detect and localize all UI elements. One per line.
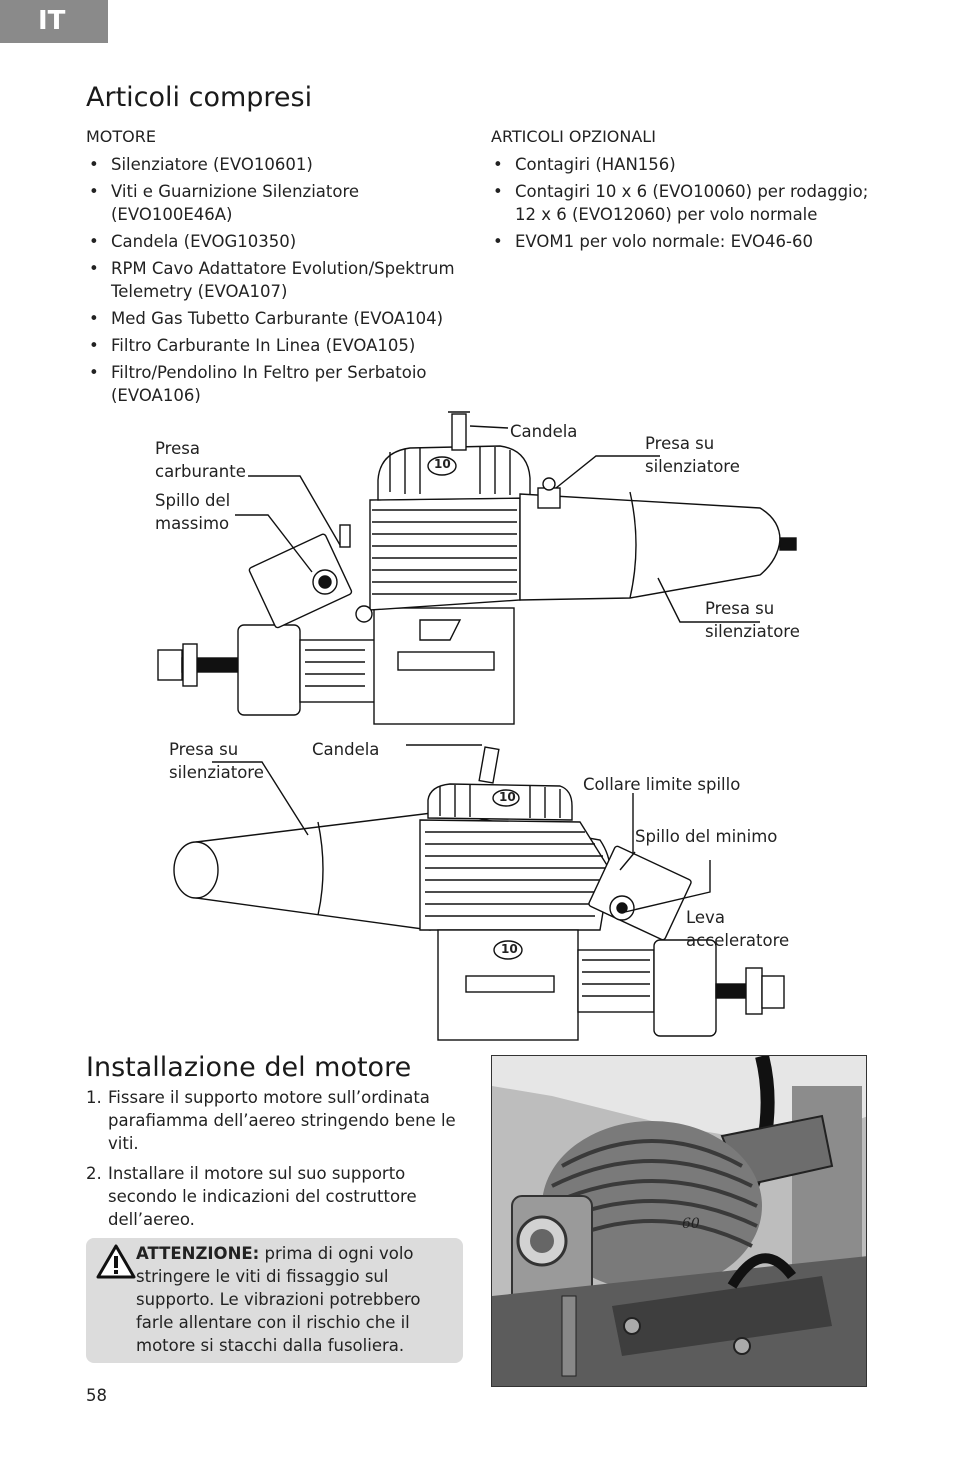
optional-items-list: Contagiri (HAN156) Contagiri 10 x 6 (EVO1… [491,153,871,257]
step-number: 1. [86,1088,102,1107]
label-candela-top: Candela [510,422,578,441]
list-item: RPM Cavo Adattatore Evolution/Spektrum T… [87,257,477,303]
step-number: 2. [86,1164,102,1183]
list-item: EVOM1 per volo normale: EVO46-60 [491,230,871,253]
engine-photo-drawing: 60 [492,1056,866,1386]
engine-marking: 60 [682,1216,700,1232]
list-item: Filtro/Pendolino In Feltro per Serbatoio… [87,361,477,407]
list-item: Candela (EVOG10350) [87,230,477,253]
right-column-heading: ARTICOLI OPZIONALI [491,127,656,146]
included-items-list: Silenziatore (EVO10601) Viti e Guarnizion… [87,153,477,411]
language-tab: IT [0,0,108,43]
engine-diagram-bottom [173,744,785,1041]
head-number-top: 10 [434,457,451,471]
list-item: Contagiri 10 x 6 (EVO10060) per rodaggio… [491,180,871,226]
engine-mounting-photo: 60 [491,1055,867,1387]
list-item: Silenziatore (EVO10601) [87,153,477,176]
left-column-heading: MOTORE [86,127,156,146]
section-title-installazione: Installazione del motore [86,1052,412,1083]
warning-text: ATTENZIONE: prima di ogni volo stringere… [136,1244,421,1355]
step-text: Installare il motore sul suo supporto se… [108,1164,417,1229]
list-item: Contagiri (HAN156) [491,153,871,176]
warning-label: ATTENZIONE: [136,1244,260,1263]
warning-box: ATTENZIONE: prima di ogni volo stringere… [86,1238,463,1363]
case-number-bottom: 10 [501,942,518,956]
list-item: Med Gas Tubetto Carburante (EVOA104) [87,307,477,330]
warning-triangle-icon [96,1244,136,1279]
page-number: 58 [86,1386,107,1405]
step-item: 1. Fissare il supporto motore sull’ordina… [86,1086,466,1155]
step-text: Fissare il supporto motore sull’ordinata… [108,1088,456,1153]
list-item: Filtro Carburante In Linea (EVOA105) [87,334,477,357]
section-title-articoli: Articoli compresi [86,82,313,113]
engine-diagram-top [157,411,797,725]
installation-steps: 1. Fissare il supporto motore sull’ordina… [86,1086,466,1238]
label-collare-limite-spillo: Collare limite spillo [583,775,741,794]
label-spillo-minimo: Spillo del minimo [635,827,778,846]
head-number-bottom: 10 [499,790,516,804]
list-item: Viti e Guarnizione Silenziatore (EVO100E… [87,180,477,226]
step-item: 2. Installare il motore sul suo supporto … [86,1162,466,1231]
label-candela-bottom: Candela [312,740,380,759]
